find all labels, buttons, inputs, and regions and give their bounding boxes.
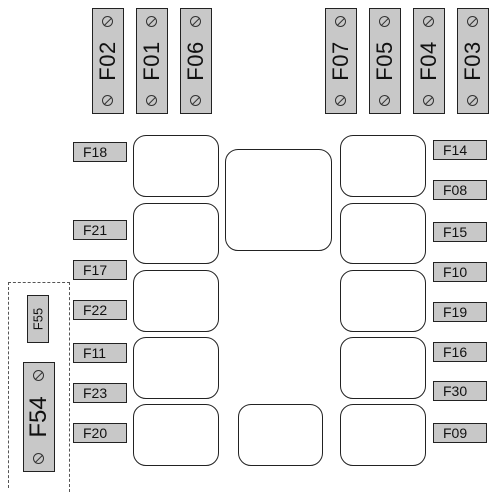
screw-icon <box>335 16 346 27</box>
relay-slot <box>340 135 426 197</box>
screw-icon <box>190 16 201 27</box>
relay-slot <box>340 203 426 264</box>
side-compartment-left-edge <box>8 282 9 488</box>
screw-icon <box>379 95 390 106</box>
relay-slot <box>238 404 323 466</box>
fuse-f11: F11 <box>73 343 127 363</box>
fuse-f09: F09 <box>433 423 487 443</box>
relay-slot <box>340 337 426 399</box>
fuse-f15: F15 <box>433 222 487 242</box>
fuse-f19: F19 <box>433 302 487 322</box>
fuse-f10: F10 <box>433 262 487 282</box>
fuse-label: F55 <box>30 307 46 331</box>
screw-icon <box>335 95 346 106</box>
screw-icon <box>423 16 434 27</box>
relay-slot <box>133 404 219 466</box>
fuse-f55: F55 <box>27 295 49 343</box>
fuse-f17: F17 <box>73 260 127 280</box>
side-compartment-top-edge <box>8 282 70 283</box>
relay-slot <box>340 404 426 466</box>
fuse-f20: F20 <box>73 423 127 443</box>
fuse-f14: F14 <box>433 140 487 160</box>
screw-icon <box>146 95 157 106</box>
fuse-label: F03 <box>460 41 485 81</box>
screw-icon <box>102 95 113 106</box>
fuse-f54: F54 <box>23 362 55 472</box>
screw-icon <box>467 16 478 27</box>
fuse-label: F54 <box>25 396 52 438</box>
fuse-f21: F21 <box>73 220 127 240</box>
fuse-f06: F06 <box>180 8 212 114</box>
screw-icon <box>423 95 434 106</box>
fuse-f23: F23 <box>73 383 127 403</box>
fuse-label: F07 <box>328 41 353 81</box>
screw-icon <box>33 370 44 381</box>
fuse-label: F02 <box>95 41 120 81</box>
fuse-label: F01 <box>139 41 164 81</box>
fuse-f30: F30 <box>433 381 487 401</box>
fuse-label: F05 <box>372 41 397 81</box>
relay-slot <box>133 203 219 264</box>
relay-slot <box>340 270 426 332</box>
fuse-label: F04 <box>416 41 441 81</box>
fuse-f04: F04 <box>413 8 445 114</box>
screw-icon <box>102 16 113 27</box>
screw-icon <box>146 16 157 27</box>
side-compartment-right-edge <box>69 282 70 492</box>
fuse-f18: F18 <box>73 142 127 162</box>
fuse-f07: F07 <box>325 8 357 114</box>
relay-slot <box>133 337 219 399</box>
fuse-f05: F05 <box>369 8 401 114</box>
fuse-label: F06 <box>183 41 208 81</box>
relay-slot <box>133 135 219 197</box>
screw-icon <box>379 16 390 27</box>
relay-slot <box>133 270 219 332</box>
fuse-f16: F16 <box>433 342 487 362</box>
fuse-f08: F08 <box>433 180 487 200</box>
fuse-f03: F03 <box>457 8 489 114</box>
fuse-f22: F22 <box>73 300 127 320</box>
fuse-f02: F02 <box>92 8 124 114</box>
screw-icon <box>33 453 44 464</box>
relay-slot-large <box>225 149 332 251</box>
screw-icon <box>467 95 478 106</box>
fuse-f01: F01 <box>136 8 168 114</box>
screw-icon <box>190 95 201 106</box>
